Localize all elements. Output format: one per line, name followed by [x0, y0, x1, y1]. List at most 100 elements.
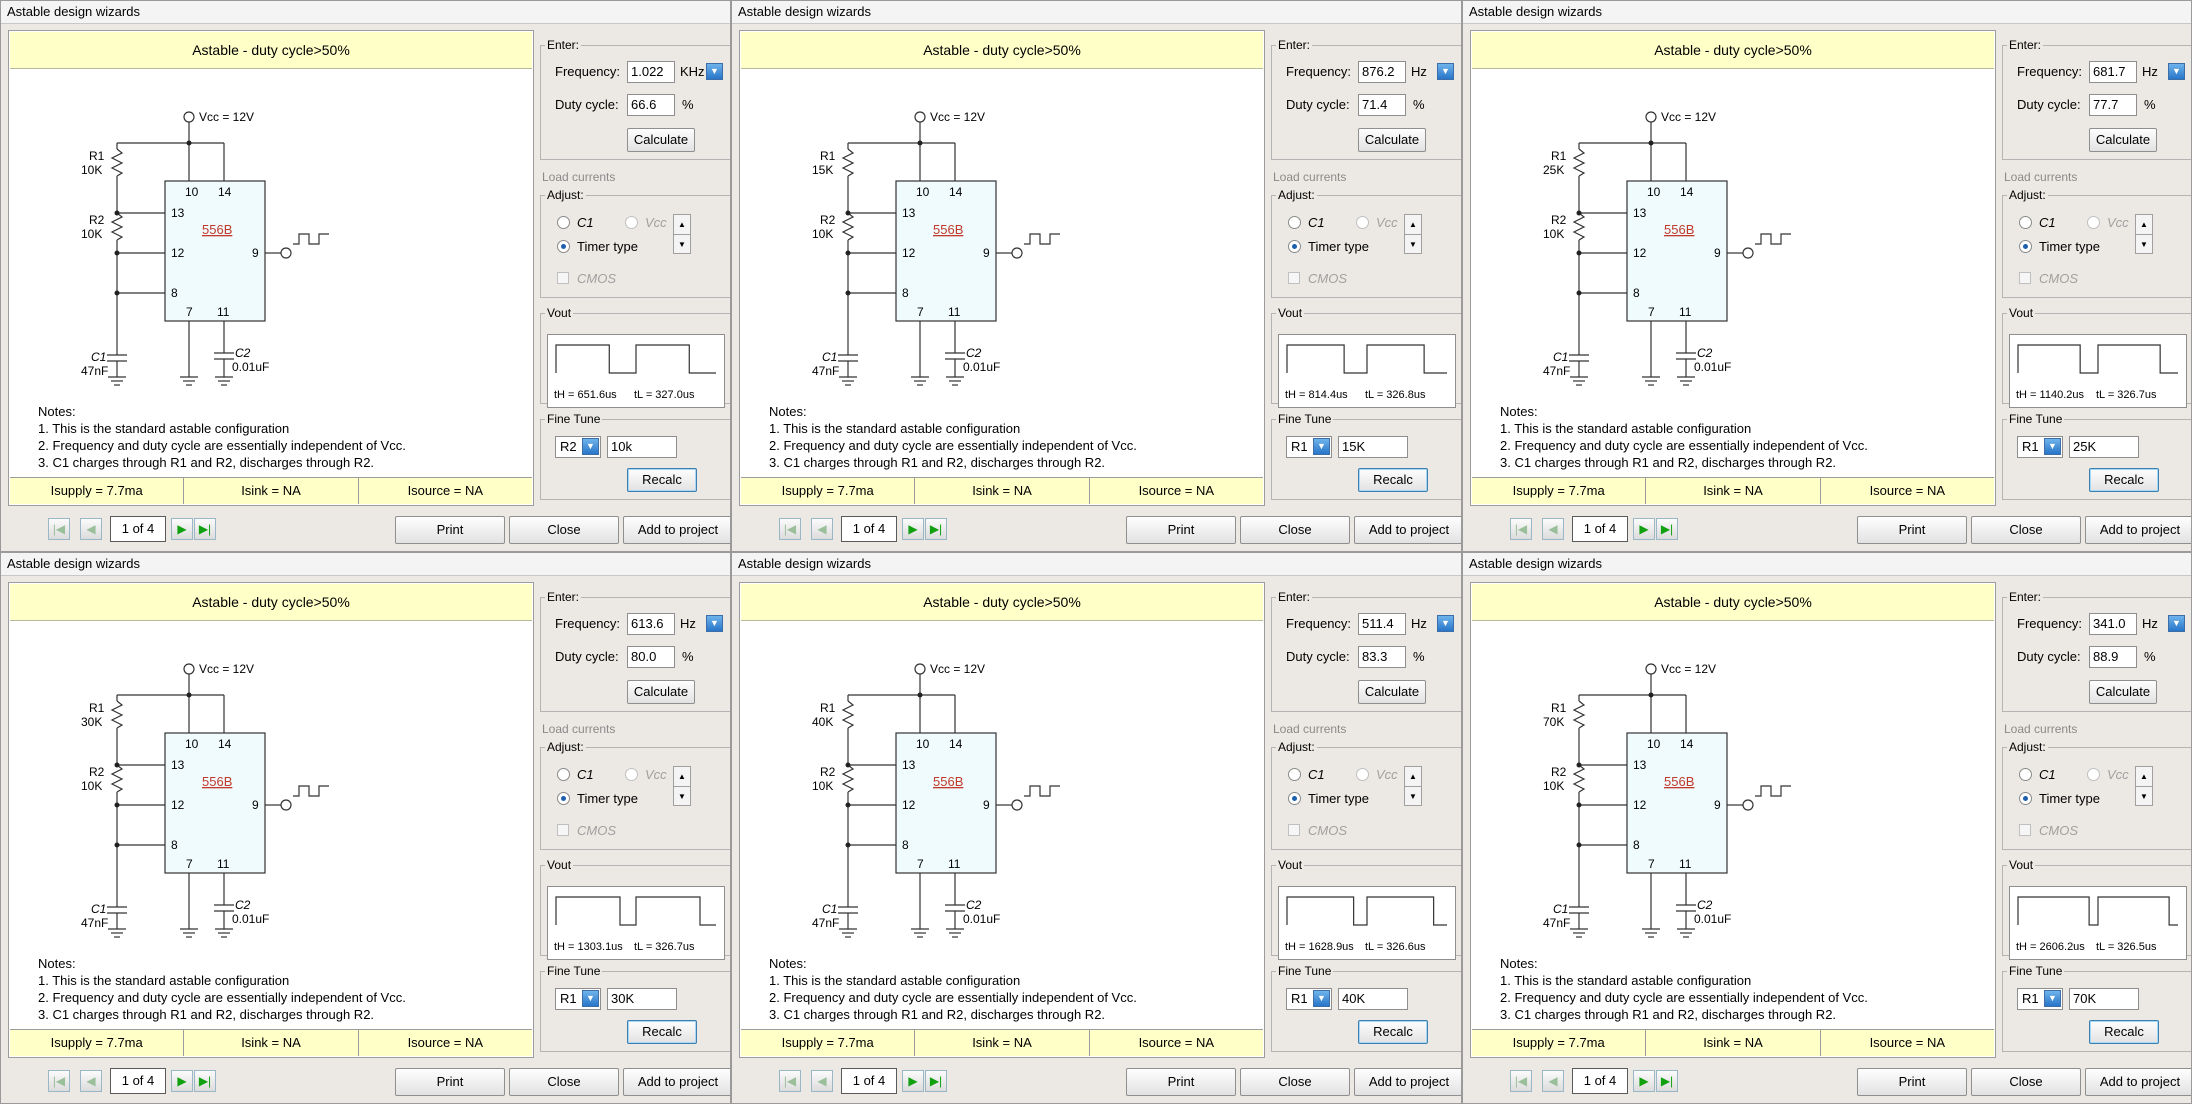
cmos-checkbox[interactable]	[1288, 272, 1300, 284]
next-page-icon[interactable]: ▶	[902, 1070, 924, 1092]
add-to-project-button[interactable]: Add to project	[1354, 1068, 1461, 1096]
timer-type-radio[interactable]	[557, 240, 570, 253]
last-page-icon[interactable]: ▶|	[1656, 518, 1678, 540]
fine-tune-value-input[interactable]: 15K	[1338, 436, 1408, 458]
prev-page-icon[interactable]: ◀	[811, 1070, 833, 1092]
fine-tune-value-input[interactable]: 10k	[607, 436, 677, 458]
calculate-button[interactable]: Calculate	[1358, 680, 1426, 704]
c1-radio[interactable]	[557, 768, 570, 781]
close-button[interactable]: Close	[1971, 1068, 2081, 1096]
first-page-icon[interactable]: |◀	[1510, 1070, 1532, 1092]
fine-tune-value-input[interactable]: 30K	[607, 988, 677, 1010]
duty-cycle-input[interactable]: 71.4	[1358, 94, 1406, 116]
first-page-icon[interactable]: |◀	[779, 1070, 801, 1092]
close-button[interactable]: Close	[1240, 516, 1350, 544]
prev-page-icon[interactable]: ◀	[811, 518, 833, 540]
first-page-icon[interactable]: |◀	[48, 518, 70, 540]
chevron-down-icon[interactable]: ▼	[706, 615, 723, 632]
chevron-down-icon[interactable]: ▼	[2044, 990, 2061, 1007]
close-button[interactable]: Close	[1971, 516, 2081, 544]
vcc-radio[interactable]	[625, 768, 638, 781]
duty-cycle-input[interactable]: 83.3	[1358, 646, 1406, 668]
timer-type-radio[interactable]	[2019, 792, 2032, 805]
vcc-radio[interactable]	[1356, 768, 1369, 781]
adjust-spinner[interactable]: ▲ ▼	[1404, 766, 1422, 806]
calculate-button[interactable]: Calculate	[627, 680, 695, 704]
chevron-down-icon[interactable]: ▼	[706, 63, 723, 80]
add-to-project-button[interactable]: Add to project	[623, 1068, 730, 1096]
c1-radio[interactable]	[2019, 216, 2032, 229]
frequency-input[interactable]: 511.4	[1358, 613, 1406, 635]
cmos-checkbox[interactable]	[2019, 272, 2031, 284]
recalc-button[interactable]: Recalc	[1358, 468, 1428, 492]
calculate-button[interactable]: Calculate	[2089, 128, 2157, 152]
calculate-button[interactable]: Calculate	[627, 128, 695, 152]
close-button[interactable]: Close	[509, 1068, 619, 1096]
timer-type-radio[interactable]	[2019, 240, 2032, 253]
adjust-spinner[interactable]: ▲ ▼	[673, 766, 691, 806]
calculate-button[interactable]: Calculate	[2089, 680, 2157, 704]
vcc-radio[interactable]	[625, 216, 638, 229]
c1-radio[interactable]	[1288, 768, 1301, 781]
add-to-project-button[interactable]: Add to project	[2085, 516, 2191, 544]
duty-cycle-input[interactable]: 88.9	[2089, 646, 2137, 668]
next-page-icon[interactable]: ▶	[171, 518, 193, 540]
arrow-down-icon[interactable]: ▼	[1409, 240, 1417, 249]
prev-page-icon[interactable]: ◀	[1542, 518, 1564, 540]
duty-cycle-input[interactable]: 80.0	[627, 646, 675, 668]
arrow-down-icon[interactable]: ▼	[1409, 792, 1417, 801]
chevron-down-icon[interactable]: ▼	[1313, 990, 1330, 1007]
arrow-up-icon[interactable]: ▲	[1405, 215, 1421, 235]
recalc-button[interactable]: Recalc	[627, 1020, 697, 1044]
adjust-spinner[interactable]: ▲ ▼	[2135, 214, 2153, 254]
chevron-down-icon[interactable]: ▼	[2168, 63, 2185, 80]
next-page-icon[interactable]: ▶	[902, 518, 924, 540]
c1-radio[interactable]	[557, 216, 570, 229]
frequency-input[interactable]: 1.022	[627, 61, 675, 83]
adjust-spinner[interactable]: ▲ ▼	[673, 214, 691, 254]
chevron-down-icon[interactable]: ▼	[2168, 615, 2185, 632]
next-page-icon[interactable]: ▶	[1633, 518, 1655, 540]
adjust-spinner[interactable]: ▲ ▼	[1404, 214, 1422, 254]
chevron-down-icon[interactable]: ▼	[2044, 438, 2061, 455]
frequency-input[interactable]: 341.0	[2089, 613, 2137, 635]
cmos-checkbox[interactable]	[557, 272, 569, 284]
prev-page-icon[interactable]: ◀	[80, 518, 102, 540]
arrow-down-icon[interactable]: ▼	[678, 792, 686, 801]
print-button[interactable]: Print	[1126, 516, 1236, 544]
chevron-down-icon[interactable]: ▼	[1437, 63, 1454, 80]
first-page-icon[interactable]: |◀	[1510, 518, 1532, 540]
last-page-icon[interactable]: ▶|	[194, 1070, 216, 1092]
recalc-button[interactable]: Recalc	[627, 468, 697, 492]
cmos-checkbox[interactable]	[1288, 824, 1300, 836]
arrow-up-icon[interactable]: ▲	[2136, 215, 2152, 235]
last-page-icon[interactable]: ▶|	[925, 1070, 947, 1092]
frequency-input[interactable]: 681.7	[2089, 61, 2137, 83]
chevron-down-icon[interactable]: ▼	[582, 990, 599, 1007]
vcc-radio[interactable]	[2087, 216, 2100, 229]
add-to-project-button[interactable]: Add to project	[1354, 516, 1461, 544]
frequency-input[interactable]: 876.2	[1358, 61, 1406, 83]
recalc-button[interactable]: Recalc	[2089, 1020, 2159, 1044]
prev-page-icon[interactable]: ◀	[80, 1070, 102, 1092]
timer-type-radio[interactable]	[1288, 240, 1301, 253]
add-to-project-button[interactable]: Add to project	[623, 516, 730, 544]
close-button[interactable]: Close	[509, 516, 619, 544]
arrow-up-icon[interactable]: ▲	[674, 767, 690, 787]
last-page-icon[interactable]: ▶|	[1656, 1070, 1678, 1092]
chevron-down-icon[interactable]: ▼	[1437, 615, 1454, 632]
last-page-icon[interactable]: ▶|	[194, 518, 216, 540]
arrow-down-icon[interactable]: ▼	[2140, 792, 2148, 801]
adjust-spinner[interactable]: ▲ ▼	[2135, 766, 2153, 806]
next-page-icon[interactable]: ▶	[171, 1070, 193, 1092]
print-button[interactable]: Print	[1857, 516, 1967, 544]
chevron-down-icon[interactable]: ▼	[582, 438, 599, 455]
arrow-down-icon[interactable]: ▼	[2140, 240, 2148, 249]
cmos-checkbox[interactable]	[557, 824, 569, 836]
timer-type-radio[interactable]	[1288, 792, 1301, 805]
fine-tune-value-input[interactable]: 70K	[2069, 988, 2139, 1010]
arrow-up-icon[interactable]: ▲	[674, 215, 690, 235]
vcc-radio[interactable]	[2087, 768, 2100, 781]
next-page-icon[interactable]: ▶	[1633, 1070, 1655, 1092]
vcc-radio[interactable]	[1356, 216, 1369, 229]
